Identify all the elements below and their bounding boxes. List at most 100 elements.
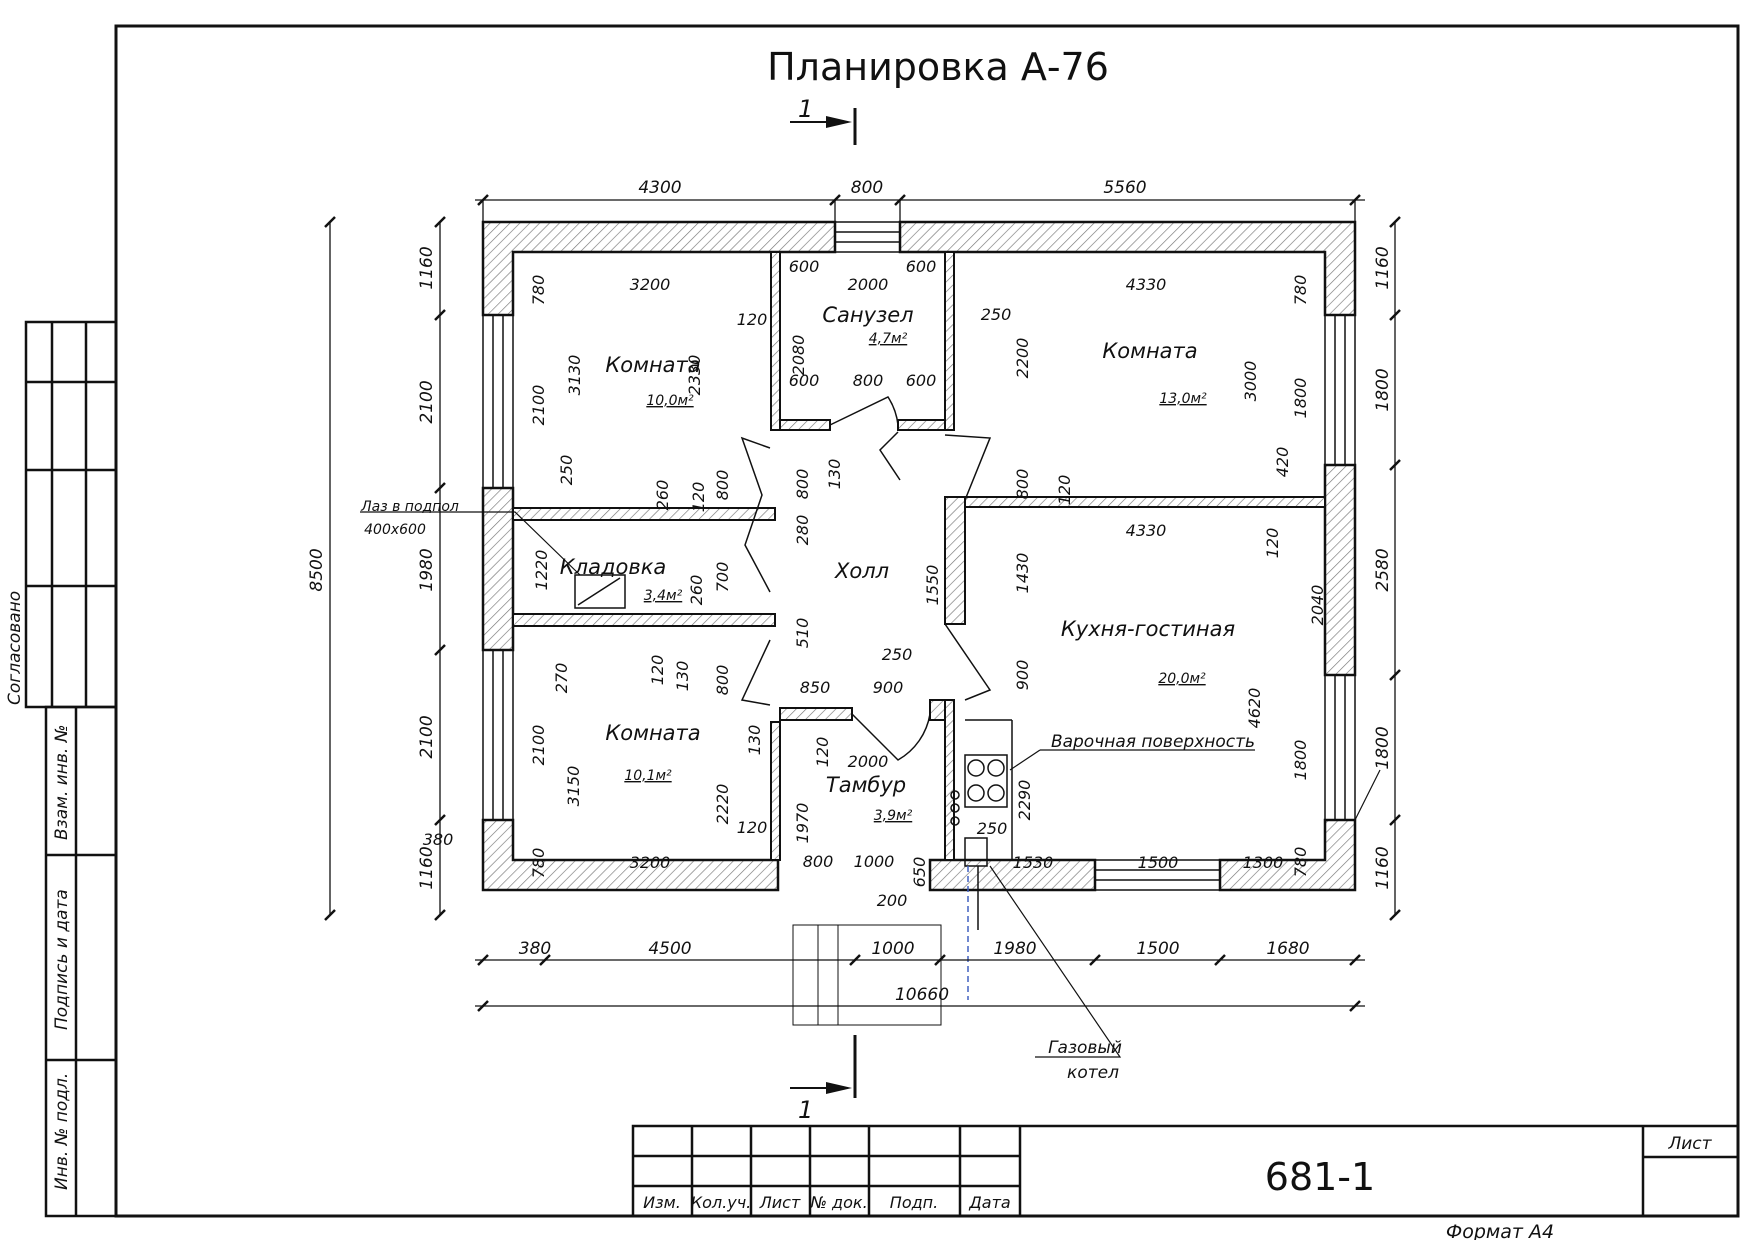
outer-dimension-labels: 4300 800 5560 380 4500 1000 1980 1500 16… [307,178,1393,1005]
dim-interior: 120 [1055,475,1074,506]
dim-interior: 1800 [1291,740,1310,781]
tb-header: Изм. [643,1193,681,1212]
dim-interior: 1500 [1138,853,1179,872]
dim-interior: 1000 [854,852,895,871]
dim-interior: 4330 [1126,521,1167,540]
dim-interior: 280 [793,515,812,546]
dim-interior: 2200 [1013,338,1032,379]
sheet-frame [114,24,1740,1218]
dim-interior: 800 [713,470,732,501]
sheet-label: Лист [1667,1134,1712,1154]
dim-interior: 900 [1013,660,1032,691]
room-area: 20,0м² [1158,671,1206,687]
dim-interior: 130 [673,661,692,692]
dim-interior: 2000 [848,275,889,294]
room-labels: Комната 10,0м² Санузел 4,7м² Комната 13,… [560,303,1235,824]
dim-interior: 1800 [1291,378,1310,419]
boiler-note: котел [1067,1063,1119,1083]
dim-left: 2100 [417,380,437,423]
dim-interior: 120 [1263,528,1282,559]
room-name: Холл [834,559,889,583]
cooktop-icon [950,719,1013,860]
dim-interior: 3150 [564,766,583,807]
entrance-steps [792,924,942,1026]
dim-bottom: 1000 [871,939,914,959]
dim-interior: 3200 [630,853,671,872]
dim-interior: 1970 [793,803,812,844]
tb-header: Кол.уч. [691,1193,751,1212]
dim-interior: 3130 [565,355,584,396]
room-area: 4,7м² [869,331,908,347]
dim-interior: 1550 [923,565,942,606]
dim-right: 1800 [1373,726,1393,769]
dim-interior: 250 [981,305,1012,324]
dim-interior: 850 [800,678,831,697]
dim-interior: 650 [910,857,929,888]
dimension-ticks [324,194,1401,1012]
dim-bottom: 4500 [648,939,691,959]
interior-walls [512,251,1326,861]
title-block-headers: Изм. Кол.уч. Лист № док. Подп. Дата [643,1193,1011,1212]
dim-interior: 900 [873,678,904,697]
dim-bottom: 1680 [1266,939,1309,959]
dim-interior: 2290 [1015,780,1034,821]
doc-code: 681-1 [1265,1155,1375,1199]
dim-interior: 800 [793,469,812,500]
dim-left: 1160 [417,846,437,889]
dim-interior: 600 [906,371,937,390]
room-name: Санузел [822,303,913,327]
dim-interior: 130 [745,725,764,756]
dim-right: 2580 [1373,548,1393,591]
dim-interior: 4620 [1245,688,1264,729]
dim-interior: 3200 [630,275,671,294]
dim-interior: 120 [648,655,667,686]
dim-interior: 420 [1273,447,1292,478]
room-name: Кладовка [560,555,667,579]
dim-interior: 4330 [1126,275,1167,294]
dim-interior: 600 [906,257,937,276]
dim-interior: 2100 [529,725,548,766]
dim-interior: 1300 [1243,853,1284,872]
dim-interior: 260 [653,480,672,511]
dim-interior: 260 [687,575,706,606]
dim-interior: 700 [713,562,732,593]
room-name: Кухня-гостиная [1061,617,1235,641]
dim-interior: 780 [1291,847,1310,878]
dim-total-width: 10660 [895,985,949,1005]
leader-lines [360,511,1381,1058]
dim-bottom: 380 [519,939,551,959]
room-name: Комната [605,721,700,745]
tb-header: Подп. [890,1193,938,1212]
dim-interior: 2220 [713,784,732,825]
dim-interior: 780 [1291,275,1310,306]
windows [482,221,1356,891]
dim-interior: 510 [793,618,812,649]
dim-interior: 600 [789,257,820,276]
dim-interior: 780 [529,848,548,879]
room-name: Тамбур [826,773,906,797]
dim-interior: 1430 [1013,553,1032,594]
dim-interior: 120 [813,737,832,768]
tb-header: Лист [759,1193,801,1212]
dim-left: 1160 [417,246,437,289]
stamp-signature-date: Подпись и дата [52,889,72,1030]
dim-interior: 120 [737,818,768,837]
dim-interior: 800 [853,371,884,390]
dim-total-height: 8500 [307,548,327,591]
dim-interior: 130 [825,459,844,490]
dim-interior: 2080 [789,335,808,376]
dim-right: 1800 [1373,368,1393,411]
dim-right: 1160 [1373,246,1393,289]
dim-left: 1980 [417,548,437,591]
tb-header: № док. [809,1193,867,1212]
dim-interior: 2000 [848,752,889,771]
dim-interior: 3000 [1241,361,1260,402]
room-area: 10,1м² [624,768,672,784]
dim-interior: 250 [977,819,1008,838]
dim-interior: 1530 [1013,853,1054,872]
dim-interior: 800 [1013,469,1032,500]
stamp-inv-number: Инв. № подл. [52,1073,72,1190]
room-area: 3,4м² [644,588,683,604]
dim-right: 1160 [1373,846,1393,889]
